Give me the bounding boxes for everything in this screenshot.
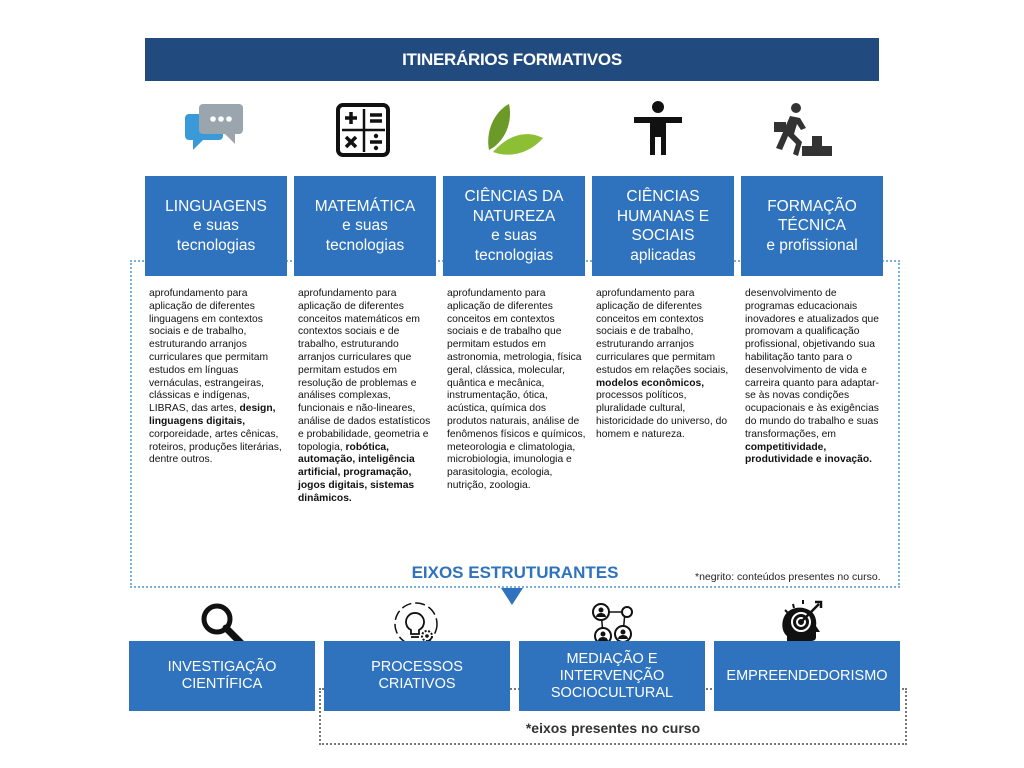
note-negrito: *negrito: conteúdos presentes no curso. [695,571,881,583]
description-linguagens: aprofundamento para aplicação de diferen… [149,288,282,466]
person-icon [634,101,682,155]
arrow-down-icon [501,588,523,605]
climbing-stairs-icon [774,103,832,156]
description-ciencias-natureza: aprofundamento para aplicação de diferen… [447,288,586,491]
description-ciencias-humanas: aprofundamento para aplicação de diferen… [596,288,729,440]
head-target-icon [782,600,823,646]
eixo-box-empreendedorismo: EMPREENDEDORISMO [714,641,900,711]
speech-bubbles-icon [185,104,243,150]
calculator-icon [336,103,390,157]
description-formacao-tecnica: desenvolvimento de programas educacionai… [745,288,879,466]
leaves-icon [488,104,543,155]
page-title: ITINERÁRIOS FORMATIVOS [145,38,879,81]
eixos-title: EIXOS ESTRUTURANTES [400,563,630,583]
description-matematica: aprofundamento para aplicação de diferen… [298,288,431,504]
note-eixos: *eixos presentes no curso [525,720,701,736]
lightbulb-gears-icon [394,602,438,646]
network-people-icon [592,603,633,645]
